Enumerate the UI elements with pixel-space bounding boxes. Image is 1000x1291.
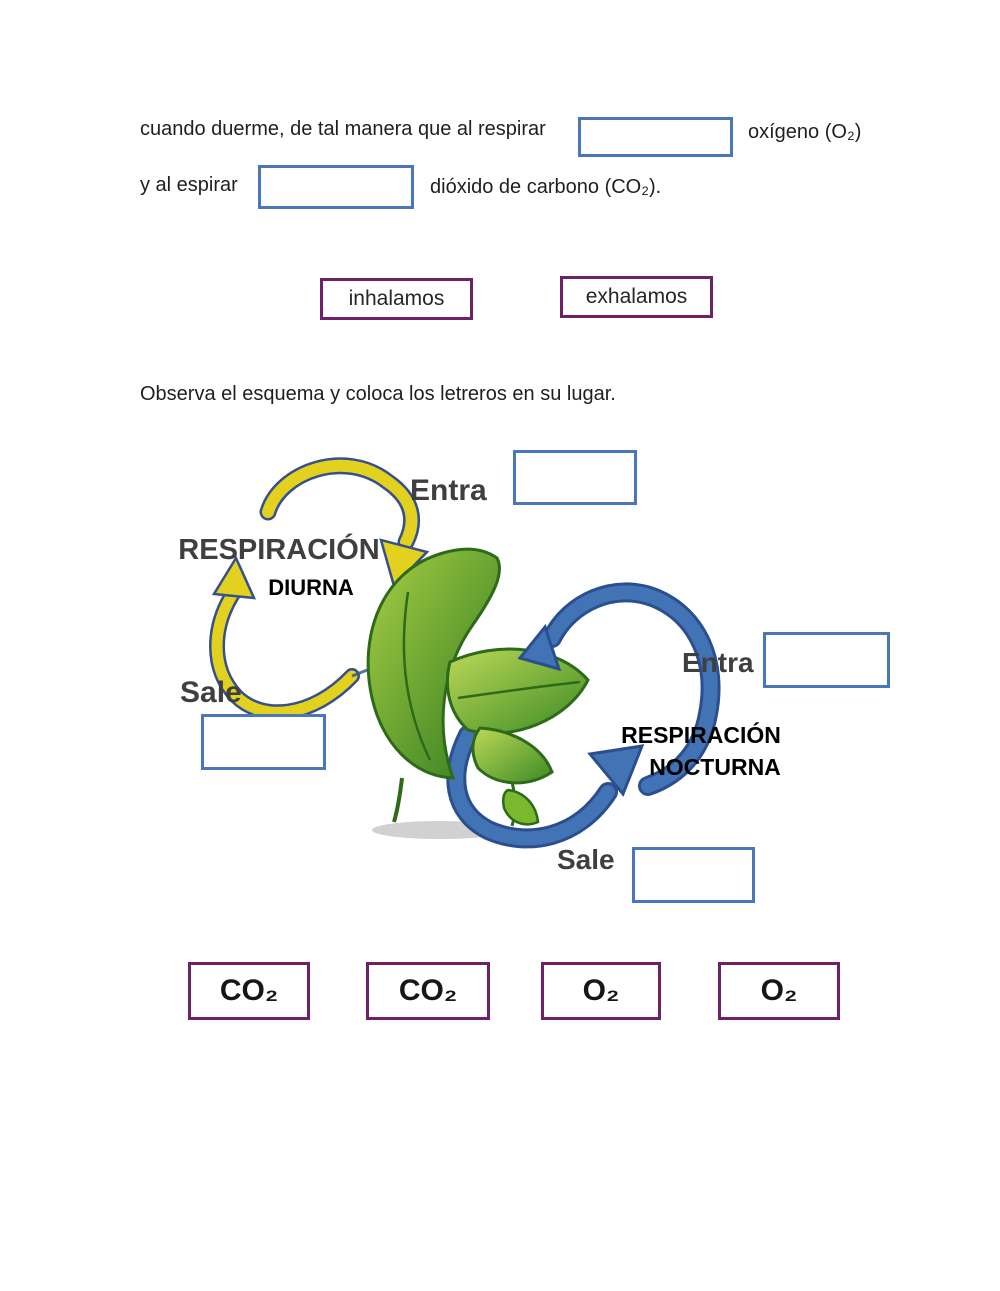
label-respiracion-diurna-1: RESPIRACIÓN [178, 532, 379, 566]
label-sale-bottom: Sale [557, 844, 615, 875]
intro-line1-suffix: oxígeno (O₂) [748, 121, 862, 143]
answer-tile-o2-1[interactable]: O₂ [541, 962, 661, 1020]
dropzone-sale-nocturna[interactable] [632, 847, 755, 903]
answer-tile-label: O₂ [582, 974, 620, 1007]
word-bank-tile-exhalamos[interactable]: exhalamos [560, 276, 713, 318]
label-sale-left: Sale [180, 676, 242, 709]
word-bank-label: exhalamos [585, 285, 688, 308]
answer-tile-label: CO₂ [398, 974, 458, 1007]
blue-arrow-in-icon [542, 582, 721, 796]
word-bank-label: inhalamos [348, 287, 445, 310]
label-respiracion-diurna-2: DIURNA [268, 575, 354, 600]
intro-line2-text: y al espirar [140, 174, 238, 196]
yellow-arrow-in-icon [259, 457, 430, 589]
label-respiracion-nocturna-1: RESPIRACIÓN [621, 721, 781, 748]
blank-respirar-input[interactable] [578, 117, 733, 157]
intro-line1-text: cuando duerme, de tal manera que al resp… [140, 118, 546, 140]
dropzone-sale-diurna[interactable] [201, 714, 326, 770]
blue-arrow-out-icon [446, 725, 645, 849]
answer-tile-label: CO₂ [219, 974, 279, 1007]
blank-espirar-input[interactable] [258, 165, 414, 209]
dropzone-entra-nocturna[interactable] [763, 632, 890, 688]
label-respiracion-nocturna-2: NOCTURNA [649, 754, 781, 780]
word-bank-tile-inhalamos[interactable]: inhalamos [320, 278, 473, 320]
label-entra-right: Entra [682, 647, 754, 678]
answer-tile-co2-1[interactable]: CO₂ [188, 962, 310, 1020]
intro-line2-suffix: dióxido de carbono (CO₂). [430, 176, 662, 198]
answer-tile-label: O₂ [760, 974, 798, 1007]
answer-tile-co2-2[interactable]: CO₂ [366, 962, 490, 1020]
respiration-diagram-art: Entra RESPIRACIÓN DIURNA Sale Entra RESP… [178, 457, 781, 875]
label-entra-top: Entra [410, 474, 487, 507]
blue-arrowhead-in-icon [517, 623, 562, 672]
leaf-plant-illustration [366, 547, 590, 827]
dropzone-entra-diurna[interactable] [513, 450, 637, 505]
instruction-text: Observa el esquema y coloca los letreros… [140, 383, 616, 405]
respiration-diagram: Entra RESPIRACIÓN DIURNA Sale Entra RESP… [150, 430, 900, 920]
answer-tile-o2-2[interactable]: O₂ [718, 962, 840, 1020]
